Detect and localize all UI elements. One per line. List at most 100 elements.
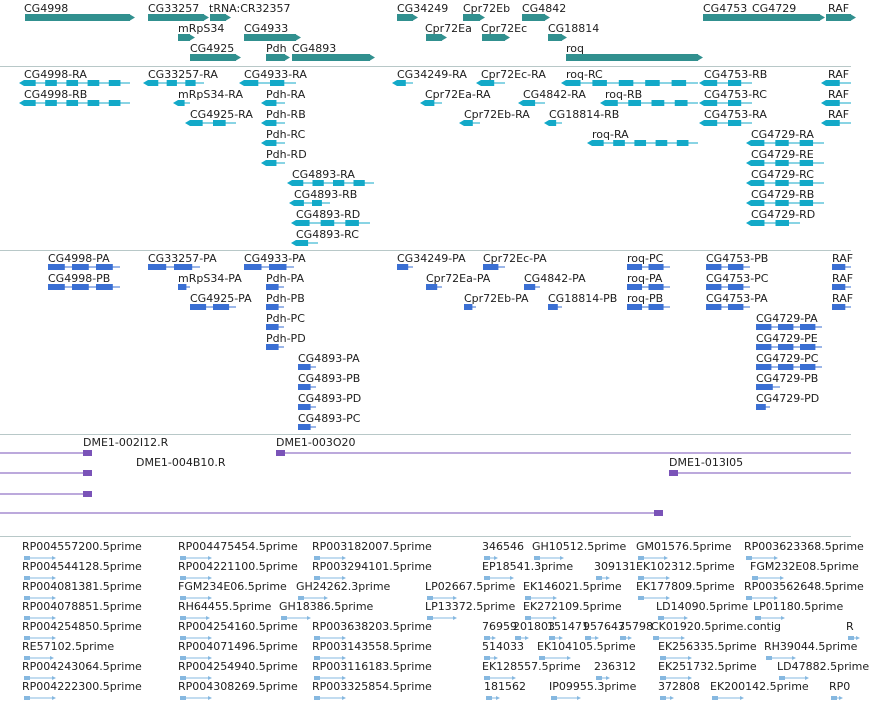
est-label[interactable]: RP004081381.5prime bbox=[22, 580, 142, 593]
est-label[interactable]: EK146021.5prime bbox=[523, 580, 622, 593]
transcript-label[interactable]: CG4753-RA bbox=[704, 108, 767, 121]
gene-bar[interactable] bbox=[397, 14, 413, 21]
gene-bar[interactable] bbox=[266, 54, 285, 61]
est-block[interactable] bbox=[314, 636, 320, 640]
gene-label[interactable]: tRNA:CR32357 bbox=[209, 2, 291, 15]
gene-label[interactable]: CG4893 bbox=[292, 42, 337, 55]
est-block[interactable] bbox=[755, 616, 761, 620]
transcript-label[interactable]: CG4753-RB bbox=[704, 68, 768, 81]
est-block[interactable] bbox=[24, 656, 30, 660]
exon-block[interactable] bbox=[244, 80, 259, 86]
est-label[interactable]: FGM232E08.5prime bbox=[750, 560, 859, 573]
protein-label[interactable]: Pdh-PC bbox=[266, 312, 305, 325]
est-label[interactable]: GH10512.5prime bbox=[532, 540, 627, 553]
est-label[interactable]: CK01920.5prime.contig bbox=[651, 620, 782, 633]
est-block[interactable] bbox=[314, 656, 320, 660]
est-label[interactable]: EP18541.3prime bbox=[482, 560, 574, 573]
exon-block[interactable] bbox=[799, 200, 814, 206]
exon-block[interactable] bbox=[751, 160, 765, 166]
cds-block[interactable] bbox=[190, 304, 207, 310]
est-block[interactable] bbox=[484, 656, 490, 660]
est-block[interactable] bbox=[180, 676, 186, 680]
gene-label[interactable]: Cpr72Ec bbox=[481, 22, 528, 35]
transcript-label[interactable]: Pdh-RC bbox=[266, 128, 306, 141]
cds-block[interactable] bbox=[213, 304, 230, 310]
exon-block[interactable] bbox=[775, 180, 789, 186]
exon-block[interactable] bbox=[24, 80, 36, 86]
exon-block[interactable] bbox=[108, 100, 121, 106]
cds-block[interactable] bbox=[832, 304, 846, 310]
clone-label[interactable]: DME1-003O20 bbox=[276, 436, 356, 449]
est-block[interactable] bbox=[24, 556, 30, 560]
est-label[interactable]: RP003182007.5prime bbox=[312, 540, 432, 553]
est-block[interactable] bbox=[525, 616, 531, 620]
est-block[interactable] bbox=[596, 676, 602, 680]
cds-block[interactable] bbox=[269, 264, 287, 270]
est-label[interactable]: RP003562648.5prime bbox=[744, 580, 864, 593]
est-label[interactable]: RP003143558.5prime bbox=[312, 640, 432, 653]
est-block[interactable] bbox=[831, 696, 837, 700]
exon-block[interactable] bbox=[628, 100, 642, 106]
protein-label[interactable]: roq-PB bbox=[627, 292, 664, 305]
exon-block[interactable] bbox=[45, 100, 57, 106]
est-block[interactable] bbox=[746, 596, 752, 600]
cds-block[interactable] bbox=[96, 264, 113, 270]
exon-block[interactable] bbox=[751, 140, 765, 146]
gene-label[interactable]: Cpr72Ea bbox=[425, 22, 472, 35]
exon-block[interactable] bbox=[397, 80, 406, 86]
cds-block[interactable] bbox=[627, 284, 643, 290]
exon-block[interactable] bbox=[704, 80, 718, 86]
est-block[interactable] bbox=[779, 676, 785, 680]
exon-block[interactable] bbox=[592, 80, 607, 86]
est-label[interactable]: EK256335.5prime bbox=[658, 640, 757, 653]
est-block[interactable] bbox=[180, 596, 186, 600]
protein-label[interactable]: CG4998-PA bbox=[48, 252, 110, 265]
cds-block[interactable] bbox=[244, 264, 262, 270]
cds-block[interactable] bbox=[756, 364, 772, 370]
transcript-label[interactable]: CG4842-RA bbox=[523, 88, 586, 101]
est-block[interactable] bbox=[484, 676, 490, 680]
transcript-label[interactable]: CG4729-RE bbox=[751, 148, 814, 161]
protein-label[interactable]: RAF bbox=[832, 272, 854, 285]
est-block[interactable] bbox=[24, 696, 30, 700]
exon-block[interactable] bbox=[45, 80, 57, 86]
est-block[interactable] bbox=[314, 676, 320, 680]
est-block[interactable] bbox=[658, 616, 664, 620]
exon-block[interactable] bbox=[296, 220, 310, 226]
protein-label[interactable]: CG4933-PA bbox=[244, 252, 306, 265]
est-block[interactable] bbox=[712, 696, 718, 700]
transcript-label[interactable]: Pdh-RB bbox=[266, 108, 306, 121]
transcript-label[interactable]: CG34249-RA bbox=[397, 68, 467, 81]
exon-block[interactable] bbox=[333, 180, 345, 186]
protein-label[interactable]: CG4729-PE bbox=[756, 332, 818, 345]
cds-block[interactable] bbox=[397, 264, 409, 270]
protein-label[interactable]: CG4729-PC bbox=[756, 352, 819, 365]
gene-bar[interactable] bbox=[148, 14, 204, 21]
gene-label[interactable]: roq bbox=[566, 42, 584, 55]
exon-block[interactable] bbox=[266, 120, 277, 126]
est-block[interactable] bbox=[24, 576, 30, 580]
gene-bar[interactable] bbox=[244, 34, 296, 41]
est-label[interactable]: 372808 bbox=[658, 680, 700, 693]
cds-block[interactable] bbox=[728, 264, 744, 270]
cds-block[interactable] bbox=[72, 264, 89, 270]
cds-block[interactable] bbox=[266, 304, 279, 310]
est-label[interactable]: LD47882.5prime bbox=[777, 660, 869, 673]
exon-block[interactable] bbox=[24, 100, 36, 106]
cds-block[interactable] bbox=[832, 264, 846, 270]
est-label[interactable]: EK104105.5prime bbox=[537, 640, 636, 653]
exon-block[interactable] bbox=[296, 240, 309, 246]
cds-block[interactable] bbox=[48, 284, 65, 290]
transcript-label[interactable]: RAF bbox=[828, 108, 850, 121]
gene-label[interactable]: mRpS34 bbox=[178, 22, 225, 35]
exon-block[interactable] bbox=[704, 100, 718, 106]
est-label[interactable]: RE57102.5prime bbox=[22, 640, 115, 653]
exon-block[interactable] bbox=[87, 80, 100, 86]
exon-block[interactable] bbox=[481, 80, 495, 86]
exon-block[interactable] bbox=[266, 100, 277, 106]
est-block[interactable] bbox=[486, 696, 492, 700]
cds-block[interactable] bbox=[778, 364, 794, 370]
est-block[interactable] bbox=[314, 696, 320, 700]
protein-label[interactable]: CG4893-PB bbox=[298, 372, 361, 385]
est-label[interactable]: RP004078851.5prime bbox=[22, 600, 142, 613]
